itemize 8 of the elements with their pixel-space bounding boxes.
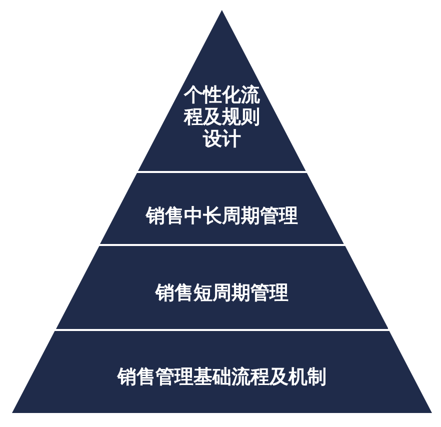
tier-label: 销售短周期管理 — [155, 283, 288, 305]
pyramid-segment — [100, 173, 344, 244]
tier-label: 销售管理基础流程及机制 — [118, 367, 326, 389]
pyramid-top-segment — [138, 10, 306, 171]
tier-label: 个性化流程及规则设计 — [184, 85, 260, 151]
pyramid-segment — [12, 331, 432, 413]
pyramid-segment — [56, 246, 388, 329]
tier-label: 销售中长周期管理 — [146, 206, 298, 228]
